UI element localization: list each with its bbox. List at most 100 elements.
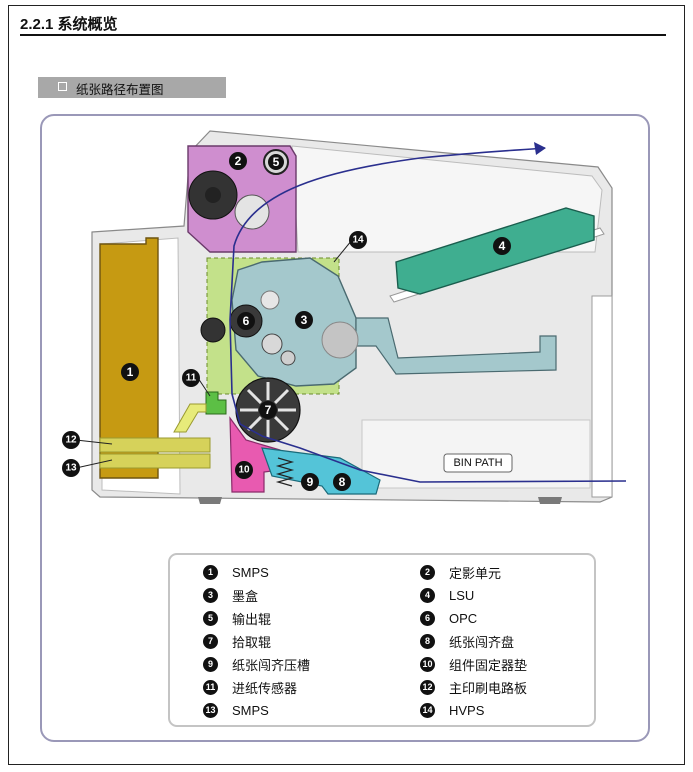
figure-caption: 纸张路径布置图 bbox=[76, 83, 164, 97]
svg-text:14: 14 bbox=[352, 235, 364, 246]
legend-number: 11 bbox=[203, 679, 218, 695]
svg-text:1: 1 bbox=[127, 365, 134, 379]
legend-item: 3 墨盒 bbox=[203, 586, 258, 604]
legend-label: 组件固定器垫 bbox=[449, 657, 528, 673]
legend-number: 10 bbox=[420, 656, 435, 672]
svg-text:13: 13 bbox=[65, 463, 77, 474]
caption-checkbox-icon bbox=[58, 82, 67, 91]
svg-text:8: 8 bbox=[339, 475, 346, 489]
legend-item: 9 纸张闯齐压槽 bbox=[203, 655, 310, 673]
svg-text:9: 9 bbox=[307, 475, 314, 489]
legend-number: 14 bbox=[420, 702, 435, 718]
knockup-spring bbox=[275, 457, 295, 487]
agitator-roller bbox=[261, 333, 283, 355]
main-pcb-strip bbox=[99, 437, 211, 453]
svg-text:11: 11 bbox=[186, 373, 197, 384]
marker-1: 1 bbox=[121, 363, 139, 381]
svg-text:4: 4 bbox=[499, 239, 506, 253]
legend-label: 墨盒 bbox=[232, 588, 259, 604]
bin-path-label: BIN PATH bbox=[453, 457, 502, 469]
marker-14: 14 bbox=[349, 231, 367, 249]
charge-roller bbox=[200, 317, 226, 343]
svg-text:12: 12 bbox=[65, 435, 77, 446]
legend-number: 6 bbox=[420, 610, 435, 626]
leader-12 bbox=[75, 439, 113, 445]
legend-number: 7 bbox=[203, 633, 218, 649]
legend-item: 1 SMPS bbox=[203, 563, 269, 581]
legend-label: SMPS bbox=[232, 702, 269, 718]
legend-number: 8 bbox=[420, 633, 435, 649]
legend-label: 纸张闯齐盘 bbox=[449, 634, 515, 650]
marker-3: 3 bbox=[295, 311, 313, 329]
diagram-panel bbox=[40, 114, 650, 742]
svg-text:7: 7 bbox=[265, 403, 272, 417]
marker-13: 13 bbox=[62, 459, 80, 477]
legend-label: 主印刷电路板 bbox=[449, 680, 528, 696]
feet-right bbox=[538, 497, 562, 504]
agitator-roller-2 bbox=[280, 350, 296, 366]
marker-4: 4 bbox=[493, 237, 511, 255]
legend-item: 5 输出辊 bbox=[203, 609, 271, 627]
leader-11 bbox=[197, 377, 211, 397]
paper-path-arrow-icon bbox=[534, 142, 546, 155]
marker-7: 7 bbox=[259, 401, 277, 419]
sensor-cable bbox=[173, 403, 207, 433]
legend-label: OPC bbox=[449, 610, 478, 626]
paper-feed-sensor bbox=[205, 391, 227, 415]
toner-cartridge bbox=[231, 257, 357, 387]
legend-item: 7 拾取辊 bbox=[203, 632, 271, 650]
cartridge-handle bbox=[355, 317, 557, 375]
marker-10: 10 bbox=[235, 461, 253, 479]
legend-number: 4 bbox=[420, 587, 435, 603]
bin-path-tag bbox=[443, 453, 513, 473]
leader-13 bbox=[75, 459, 113, 469]
heat-roller-core bbox=[205, 187, 221, 203]
legend-item: 10 组件固定器垫 bbox=[420, 655, 527, 673]
marker-12: 12 bbox=[62, 431, 80, 449]
smps-board bbox=[99, 237, 159, 479]
marker-11: 11 bbox=[182, 369, 200, 387]
svg-text:3: 3 bbox=[301, 313, 308, 327]
legend-number: 9 bbox=[203, 656, 218, 672]
legend-item: 2 定影单元 bbox=[420, 563, 501, 581]
marker-5: 5 bbox=[268, 154, 284, 170]
svg-text:5: 5 bbox=[273, 155, 280, 169]
legend-label: 纸张闯齐压槽 bbox=[232, 657, 311, 673]
marker-9: 9 bbox=[301, 473, 319, 491]
feet-left bbox=[198, 497, 222, 504]
svg-text:2: 2 bbox=[235, 154, 242, 168]
legend-item: 12 主印刷电路板 bbox=[420, 678, 527, 696]
legend-label: 拾取辊 bbox=[232, 634, 272, 650]
pressure-roller bbox=[234, 194, 270, 230]
legend-item: 4 LSU bbox=[420, 586, 474, 604]
paper-path bbox=[229, 147, 627, 483]
leader-14 bbox=[333, 239, 353, 263]
legend-item: 6 OPC bbox=[420, 609, 477, 627]
legend-item: 8 纸张闯齐盘 bbox=[420, 632, 514, 650]
legend-label: HVPS bbox=[449, 702, 485, 718]
page-frame bbox=[8, 5, 685, 765]
legend-label: 定影单元 bbox=[449, 565, 502, 581]
legend-label: 输出辊 bbox=[232, 611, 272, 627]
title-rule bbox=[20, 34, 666, 36]
marker-2: 2 bbox=[229, 152, 247, 170]
smps-lower-strip bbox=[99, 453, 211, 469]
legend-number: 5 bbox=[203, 610, 218, 626]
svg-text:10: 10 bbox=[238, 465, 250, 476]
developer-roller bbox=[321, 321, 359, 359]
legend-item: 14 HVPS bbox=[420, 701, 484, 719]
legend-label: SMPS bbox=[232, 564, 269, 580]
legend-number: 3 bbox=[203, 587, 218, 603]
section-title: 2.2.1 系统概览 bbox=[20, 16, 118, 33]
legend-number: 12 bbox=[420, 679, 435, 695]
marker-8: 8 bbox=[333, 473, 351, 491]
rear-wall bbox=[591, 295, 613, 498]
svg-text:6: 6 bbox=[243, 314, 250, 328]
legend-number: 2 bbox=[420, 564, 435, 580]
supply-roller bbox=[260, 290, 280, 310]
legend-number: 1 bbox=[203, 564, 218, 580]
legend-label: LSU bbox=[449, 587, 475, 603]
